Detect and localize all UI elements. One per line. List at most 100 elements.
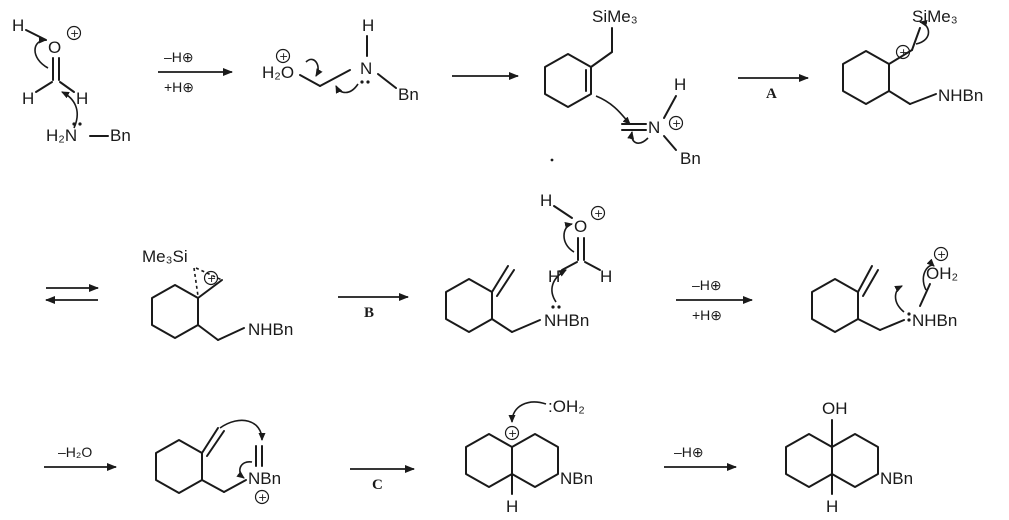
cyclohexane-ring bbox=[811, 278, 859, 333]
step-label-b: B bbox=[364, 305, 374, 321]
right-ring bbox=[511, 433, 559, 488]
beta-silyl-carbocation: + SiMe₃ NHBn bbox=[842, 7, 983, 105]
atom-o: O bbox=[574, 217, 587, 236]
bridged-silyl-cation: Me₃Si + NHBn bbox=[142, 247, 293, 341]
curved-arrow bbox=[305, 58, 323, 77]
step-label-a: A bbox=[766, 86, 777, 102]
curved-arrow bbox=[219, 419, 266, 441]
bond bbox=[319, 69, 351, 87]
cyclohexane-ring bbox=[445, 278, 493, 333]
condition-minus-h: –H⊕ bbox=[164, 49, 194, 65]
bond-n-bn bbox=[663, 135, 677, 151]
atom-n: N bbox=[648, 118, 660, 137]
curved-arrow bbox=[335, 83, 359, 94]
curved-arrow bbox=[915, 19, 930, 45]
bond bbox=[491, 318, 513, 333]
bond-ch2-si bbox=[911, 27, 921, 51]
atom-h: H bbox=[22, 89, 34, 108]
curved-arrow bbox=[922, 258, 935, 291]
equilibrium-arrow-2: –H⊕ +H⊕ bbox=[676, 277, 753, 323]
dehydration-arrow: –H₂O bbox=[44, 444, 117, 471]
atom-h2n: H₂N bbox=[46, 126, 77, 145]
atom-h: H bbox=[76, 89, 88, 108]
bond-ch2 bbox=[590, 51, 613, 68]
atom-h2o: H₂O bbox=[262, 63, 294, 82]
curved-arrow bbox=[595, 95, 631, 125]
curved-arrow bbox=[508, 401, 547, 423]
atom-h: H bbox=[600, 267, 612, 286]
atom-h: H bbox=[506, 497, 518, 516]
equilibrium-arrows bbox=[45, 284, 99, 304]
bond-c-h-left bbox=[561, 261, 578, 271]
curved-arrow bbox=[894, 285, 905, 313]
protonated-aminol: NHBn + OH₂ bbox=[811, 246, 958, 333]
atom-n: N bbox=[360, 59, 372, 78]
bond-c-h-right bbox=[59, 81, 75, 93]
atom-h: H bbox=[540, 191, 552, 210]
atom-simes3: SiMe₃ bbox=[912, 7, 958, 26]
svg-text:+: + bbox=[899, 46, 908, 59]
curved-arrow bbox=[627, 131, 649, 144]
atom-nhbn: NHBn bbox=[248, 320, 293, 339]
bond-c-h-left bbox=[35, 81, 53, 93]
exocyclic-double-b bbox=[496, 269, 515, 297]
left-ring bbox=[785, 433, 833, 488]
bond bbox=[299, 74, 321, 87]
svg-text:+: + bbox=[594, 207, 603, 220]
bond bbox=[511, 319, 541, 333]
atom-nbn: NBn bbox=[248, 469, 281, 488]
svg-text:+: + bbox=[279, 50, 288, 63]
bicyclic-cation: + H NBn :OH₂ bbox=[465, 397, 593, 516]
iminium-methylene: NBn + bbox=[155, 419, 281, 505]
svg-text:+: + bbox=[70, 27, 79, 40]
stray-dot bbox=[550, 158, 554, 162]
condition-minus-h2o: –H₂O bbox=[58, 444, 92, 460]
deprotonation-arrow: –H⊕ bbox=[664, 444, 737, 471]
exocyclic-double-b bbox=[206, 430, 225, 457]
bond bbox=[888, 90, 911, 105]
atom-me3si: Me₃Si bbox=[142, 247, 188, 266]
atom-bn: Bn bbox=[398, 85, 419, 104]
bond bbox=[223, 479, 247, 493]
cyclohexane-ring bbox=[151, 284, 199, 339]
svg-text:+: + bbox=[508, 427, 517, 440]
curved-arrow bbox=[551, 269, 567, 303]
protonated-hemiaminal: + H₂O H N Bn bbox=[262, 16, 419, 104]
bond-n-bn bbox=[377, 73, 397, 89]
curved-arrow bbox=[236, 461, 253, 479]
partial-bond bbox=[193, 267, 199, 297]
protonated-formaldehyde-2: H O + H H bbox=[540, 191, 612, 286]
atom-oh2: OH₂ bbox=[926, 264, 958, 283]
atom-o: O bbox=[48, 38, 61, 57]
cyclohexane-ring bbox=[842, 50, 890, 105]
curved-arrow bbox=[61, 91, 78, 129]
atom-h: H bbox=[362, 16, 374, 35]
atom-h: H bbox=[548, 267, 560, 286]
step-arrow-a: A bbox=[738, 74, 809, 102]
equilibrium-arrow-1: –H⊕ +H⊕ bbox=[158, 49, 233, 95]
partial-bond bbox=[195, 267, 223, 281]
atom-h: H bbox=[12, 16, 24, 35]
bond bbox=[197, 279, 223, 299]
atom-simes3: SiMe₃ bbox=[592, 7, 638, 26]
bond-ch2 bbox=[888, 49, 913, 65]
atom-nhbn: NHBn bbox=[912, 311, 957, 330]
step-arrow-b: B bbox=[338, 293, 409, 321]
atom-nhbn: NHBn bbox=[544, 311, 589, 330]
curved-arrow bbox=[34, 36, 49, 69]
bond-c-h-right bbox=[584, 261, 601, 271]
benzylamine: H₂N Bn bbox=[46, 122, 131, 145]
positive-charge bbox=[66, 25, 82, 41]
curved-arrow bbox=[563, 221, 575, 253]
svg-text:+: + bbox=[937, 248, 946, 261]
bond-h-o bbox=[553, 205, 573, 219]
condition-minus-h: –H⊕ bbox=[692, 277, 722, 293]
cyclohexene-ring bbox=[544, 53, 592, 108]
bond-h-o bbox=[25, 29, 47, 41]
condition-plus-h: +H⊕ bbox=[692, 307, 722, 323]
bond bbox=[919, 283, 931, 307]
condition-minus-h: –H⊕ bbox=[674, 444, 704, 460]
bond bbox=[879, 319, 905, 331]
exocyclic-double-b bbox=[862, 269, 879, 297]
